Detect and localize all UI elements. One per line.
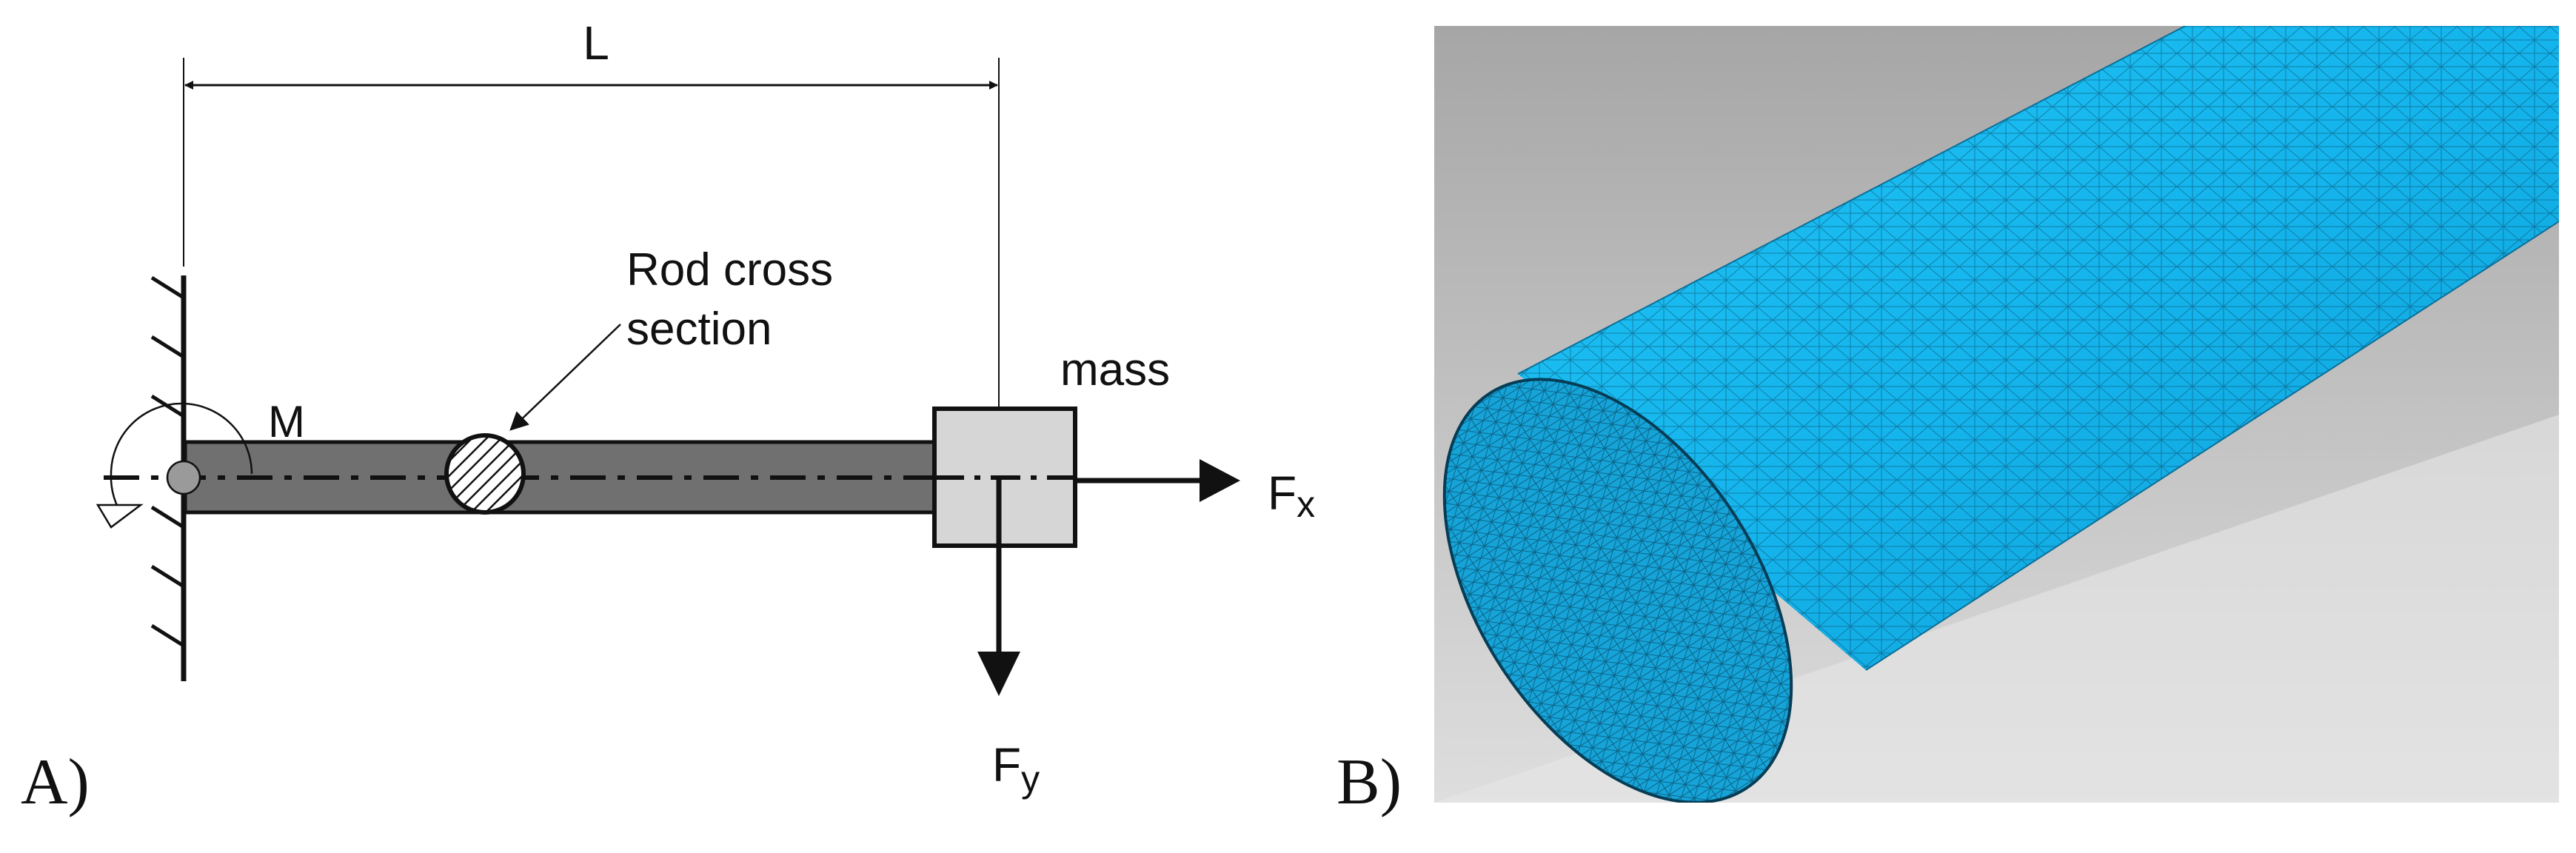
force-x-arrow: Fx (1075, 459, 1315, 525)
rod-cross-section-label-line1: Rod cross (626, 244, 833, 295)
mass-block: mass (932, 344, 1170, 548)
mass-label: mass (1060, 344, 1170, 395)
pivot-point (166, 460, 201, 495)
panel-b-fem-mesh: B) (1336, 26, 2559, 818)
force-y-label: Fy (992, 738, 1040, 800)
rod-cross-section: Rod cross section (444, 244, 833, 515)
moment-symbol: M (96, 397, 305, 529)
panel-b-letter: B) (1336, 746, 1402, 818)
rod-cross-section-label-line2: section (626, 304, 772, 355)
force-x-label: Fx (1268, 466, 1315, 525)
force-y-arrow: Fy (977, 478, 1040, 800)
moment-label: M (268, 397, 305, 446)
length-dimension: L (183, 16, 1000, 474)
panel-a-cantilever-diagram: L M Rod cross section (21, 16, 1315, 818)
cross-section-leader-arrow (509, 324, 621, 431)
length-label: L (583, 16, 609, 70)
panel-a-letter: A) (21, 746, 90, 818)
